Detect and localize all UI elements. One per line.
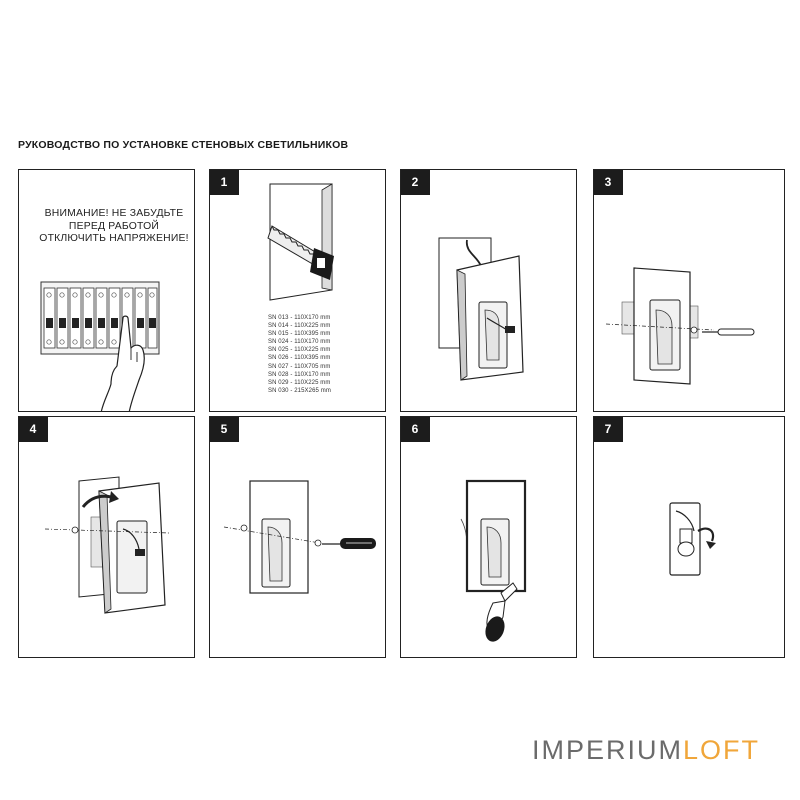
wire-icon: [465, 239, 482, 267]
step-panel-7: 7: [593, 416, 785, 658]
bulb-install-illustration: [669, 502, 716, 576]
breaker-panel-icon: [40, 281, 160, 411]
step-panel-4: 4: [18, 416, 195, 658]
brush-icon: [485, 582, 518, 642]
wiring-illustration: [44, 476, 170, 614]
saw-icon: [267, 225, 334, 280]
model-list: SN 013 - 110X170 mm SN 014 - 110X225 mm …: [268, 314, 331, 395]
fix-box-illustration: [605, 267, 755, 385]
model-item: SN 013 - 110X170 mm: [268, 315, 331, 321]
screw-cover-illustration: [223, 480, 376, 594]
step-panel-6: 6: [400, 416, 577, 658]
bulb-icon: [677, 528, 695, 557]
step-number: 7: [594, 417, 623, 442]
model-item: SN 015 - 110X395 mm: [268, 331, 331, 338]
step-number: 3: [594, 170, 623, 195]
warning-panel: ВНИМАНИЕ! НЕ ЗАБУДЬТЕ ПЕРЕД РАБОТОЙ ОТКЛ…: [18, 169, 195, 412]
screwdriver-icon: [322, 538, 376, 549]
brand-part1: IMPERIUM: [531, 735, 683, 765]
plaster-illustration: [460, 479, 527, 642]
step-number: 5: [210, 417, 239, 442]
saw-wall-illustration: [267, 183, 334, 301]
step-number: 1: [210, 170, 239, 195]
model-item: SN 025 - 110X225 mm: [268, 347, 331, 354]
screwdriver-icon: [702, 328, 755, 336]
model-item: SN 029 - 110X225 mm: [268, 379, 331, 386]
step-number: 4: [19, 417, 48, 442]
screw-icon: [314, 539, 322, 547]
step-number: 6: [401, 417, 430, 442]
model-item: SN 024 - 110X170 mm: [268, 339, 331, 346]
step-panel-5: 5: [209, 416, 386, 658]
warning-text: ВНИМАНИЕ! НЕ ЗАБУДЬТЕ ПЕРЕД РАБОТОЙ ОТКЛ…: [39, 208, 189, 244]
model-item: SN 027 - 110X705 mm: [268, 363, 331, 370]
hand-icon: [100, 315, 145, 411]
model-item: SN 030 - 215X265 mm: [268, 387, 331, 394]
brand-logo: IMPERIUMLOFT: [532, 735, 760, 766]
step-panel-3: 3: [593, 169, 785, 412]
step-panel-1: 1 SN 013 - 110X170 mm SN 014 - 110X225 m…: [209, 169, 386, 412]
brand-part2: LOFT: [682, 735, 760, 765]
model-item: SN 026 - 110X395 mm: [268, 355, 331, 362]
step-number: 2: [401, 170, 430, 195]
model-item: SN 014 - 110X225 mm: [268, 323, 331, 330]
step-panel-2: 2: [400, 169, 577, 412]
insert-box-illustration: [438, 237, 524, 381]
model-item: SN 028 - 110X170 mm: [268, 371, 331, 378]
page-title: РУКОВОДСТВО ПО УСТАНОВКЕ СТЕНОВЫХ СВЕТИЛ…: [18, 139, 349, 151]
